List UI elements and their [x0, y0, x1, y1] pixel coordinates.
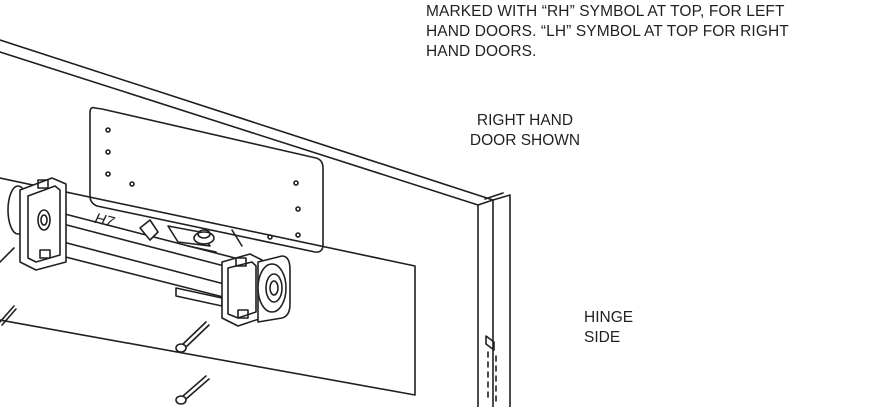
plate-hole	[129, 181, 135, 187]
plate-hole	[105, 127, 111, 133]
note-line: HAND DOORS.	[426, 43, 537, 60]
plate-hole	[105, 149, 111, 155]
door-closer-body	[7, 177, 291, 327]
door-shown-line: DOOR SHOWN	[469, 132, 581, 149]
mounting-screw	[0, 305, 17, 326]
door-panel	[0, 39, 511, 407]
plate-hole	[295, 232, 301, 238]
mounting-screw	[175, 321, 210, 353]
hinge-side-line: HINGE	[584, 309, 634, 326]
plate-hole	[105, 171, 111, 177]
hinge-side-label: HINGE SIDE	[584, 308, 633, 348]
note-line: HAND DOORS. “LH” SYMBOL AT TOP FOR RIGHT	[426, 23, 789, 40]
mounting-plate	[89, 106, 324, 253]
plate-hole	[295, 206, 301, 212]
mounting-screw	[175, 375, 210, 405]
plate-hole	[293, 180, 299, 186]
door-shown-line: RIGHT HAND	[476, 112, 574, 129]
hand-marking-note: MARKED WITH “RH” SYMBOL AT TOP, FOR LEFT…	[426, 2, 872, 62]
note-line: MARKED WITH “RH” SYMBOL AT TOP, FOR LEFT	[426, 3, 785, 20]
mounting-template-outline	[0, 177, 416, 396]
mounting-screw	[0, 247, 15, 263]
plate-hole	[267, 234, 273, 240]
closer-model-label: H7	[93, 210, 116, 231]
hinge-side-line: SIDE	[584, 329, 621, 346]
hinge-indicator	[485, 335, 497, 407]
door-shown-label: RIGHT HAND DOOR SHOWN	[440, 111, 610, 151]
